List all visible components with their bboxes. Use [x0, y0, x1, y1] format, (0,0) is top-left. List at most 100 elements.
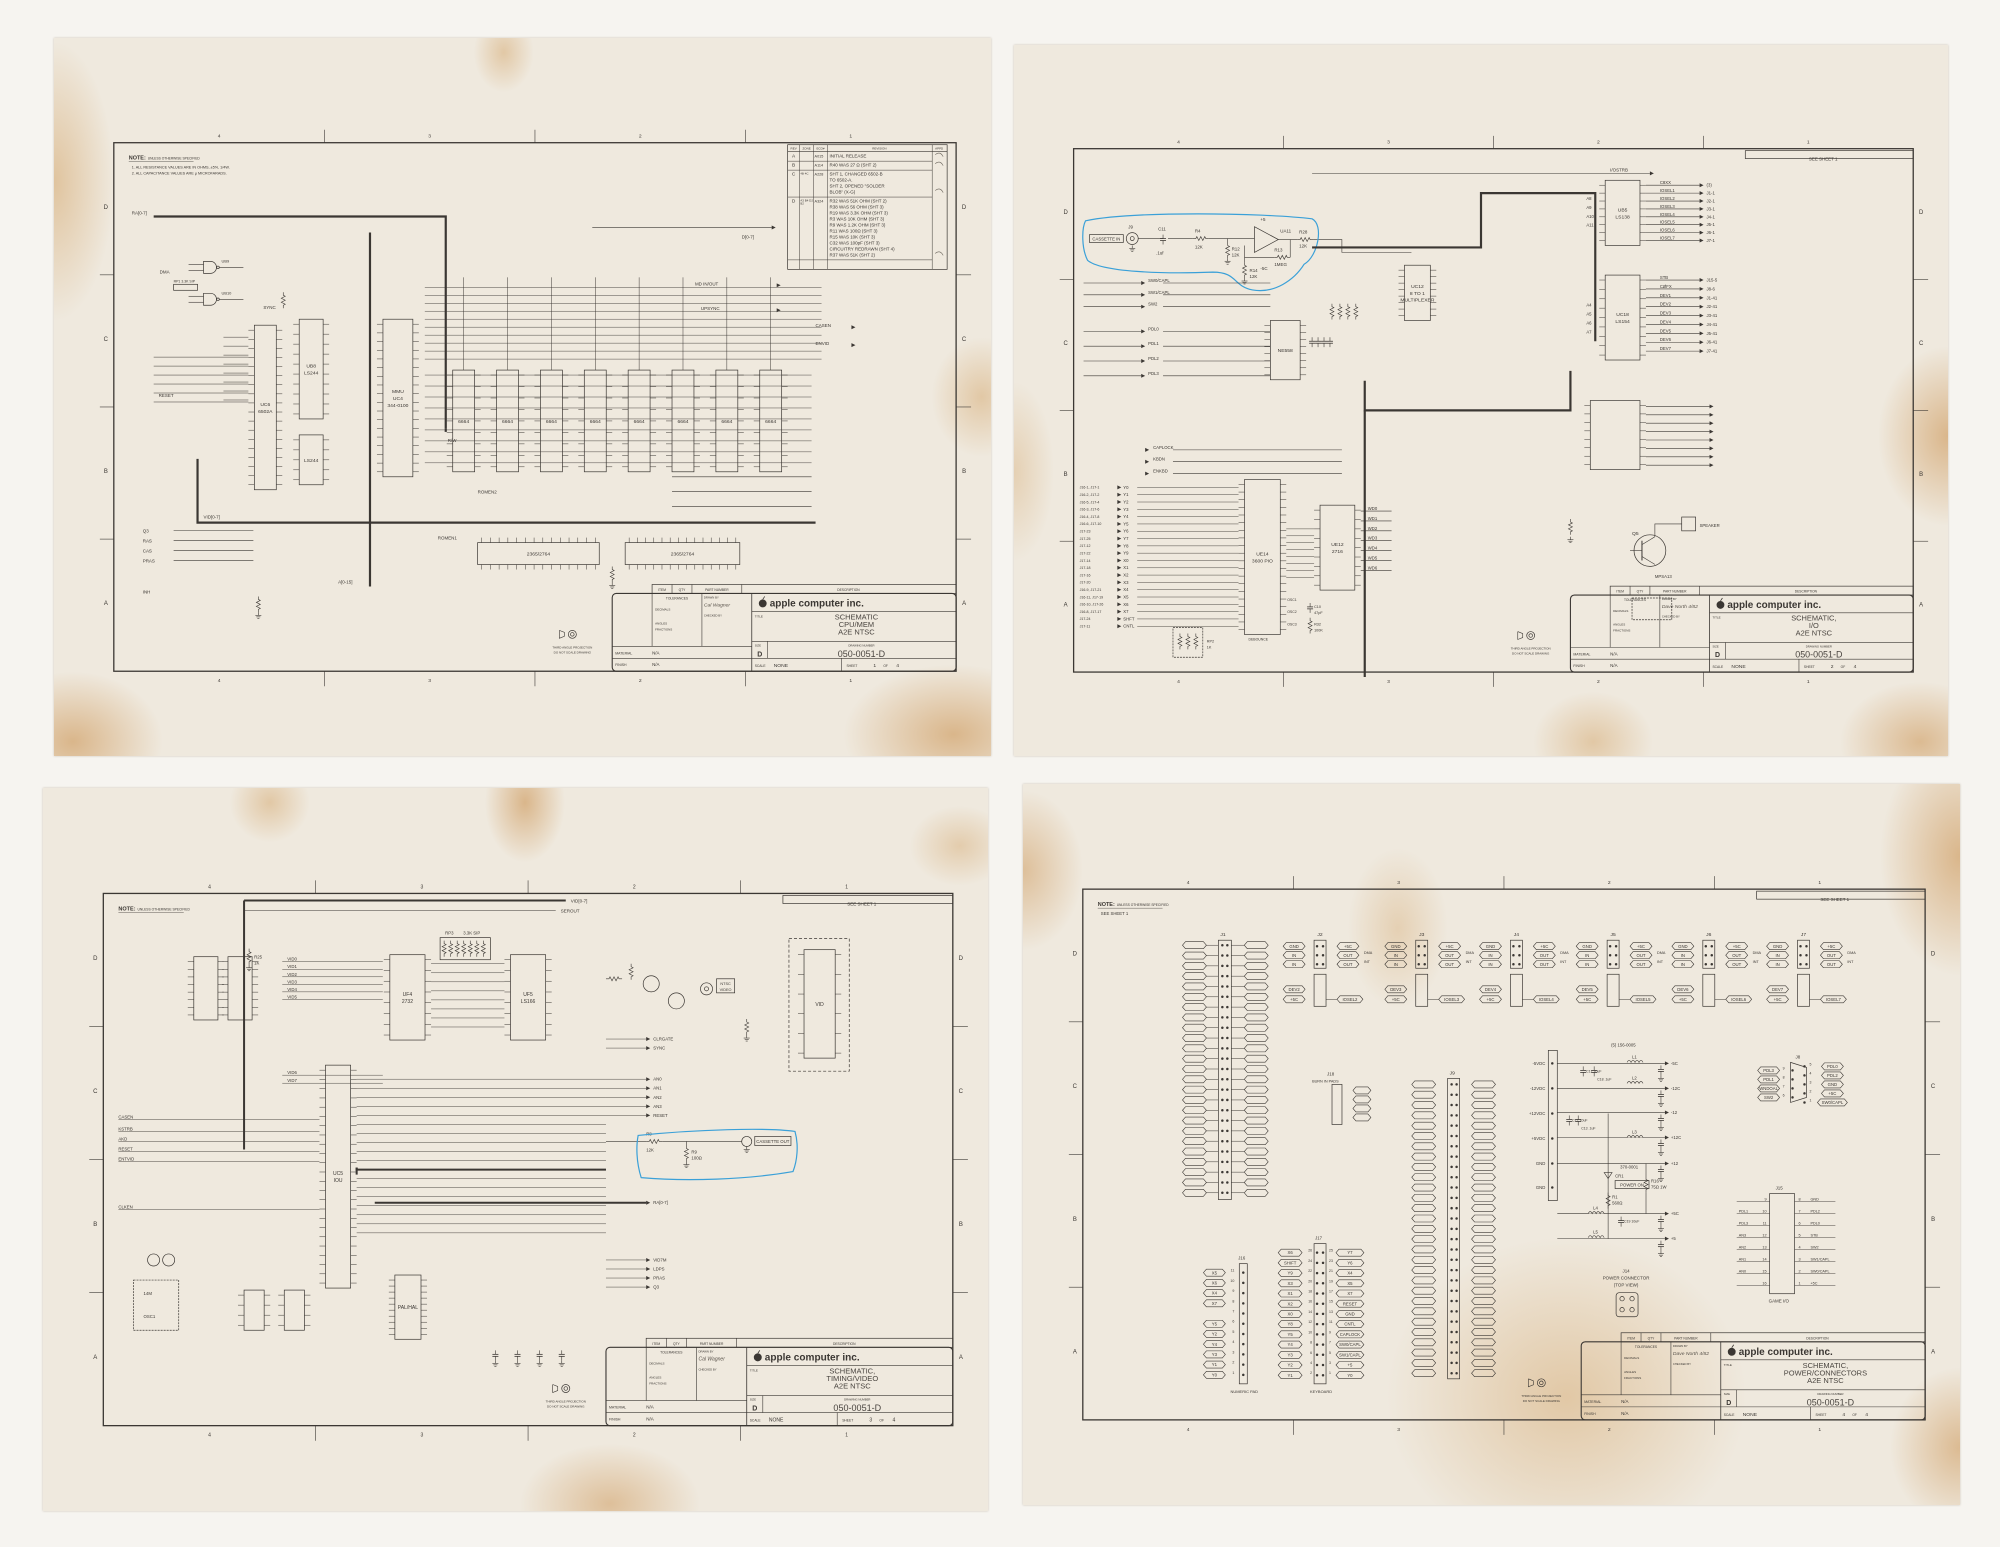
- zone-label: 4: [1187, 880, 1190, 886]
- connector-tag-outline: [1243, 951, 1269, 960]
- signal-connector-tag: IOSEL3: [1438, 995, 1465, 1004]
- part-value: 560Ω: [1612, 1201, 1623, 1206]
- arrow-icon: [851, 325, 856, 330]
- ram-6664-chip: 6664: [753, 369, 788, 473]
- pin-dot: [1221, 1036, 1224, 1040]
- pin-dot: [1242, 1271, 1245, 1274]
- signal-connector-tag: [1352, 1086, 1372, 1095]
- signal-connector-tag: [1411, 1121, 1437, 1130]
- signal-connector-tag: +5C: [1629, 942, 1653, 951]
- drawn-by-value: Cal Wagner: [698, 1356, 725, 1362]
- ground-icon: [1657, 1075, 1664, 1082]
- connector-tag-outline: [1243, 1065, 1269, 1073]
- row-label: B: [1919, 472, 1923, 478]
- connector-tag-outline: [1757, 1075, 1780, 1084]
- connector-tag-label: OUT: [1540, 962, 1549, 967]
- connector-tag-outline: [1629, 951, 1653, 960]
- signal-connector-tag: [1411, 1348, 1437, 1357]
- input-signal-label: PDL3: [1148, 371, 1159, 376]
- connector-tag-outline: [1411, 1101, 1437, 1109]
- game-io-signal: SW1/CAPL: [1810, 1258, 1829, 1262]
- row-label: D: [1931, 951, 1936, 957]
- numeric-pad-connector: [1238, 1263, 1248, 1385]
- pin-dot: [1226, 1057, 1229, 1060]
- connector-tag-outline: [1335, 1330, 1365, 1339]
- connector-tag-outline: [1820, 960, 1843, 969]
- third-angle-label: THIRD ANGLE PROJECTION: [1511, 646, 1551, 650]
- signal-label: RAS: [143, 539, 152, 544]
- power-output-label: -12: [1671, 1110, 1678, 1115]
- connector-tag-outline: [1182, 992, 1207, 1001]
- connector-tag-label: IOSEL3: [1444, 997, 1460, 1002]
- signal-connector-tag: [1243, 941, 1269, 950]
- ground-icon: [492, 1360, 499, 1367]
- game-io-signal: STB: [1810, 1234, 1818, 1238]
- chip-label: IOU: [334, 1178, 343, 1184]
- pin-dot: [1455, 1186, 1458, 1189]
- signal-connector-tag: [1411, 1090, 1437, 1099]
- pin-dot: [1551, 1112, 1554, 1115]
- connector-ref: J5: [1610, 932, 1615, 938]
- signal-connector-tag: [1182, 962, 1207, 970]
- game-io-signal: PDL1: [1739, 1210, 1748, 1214]
- chip-label: 6664: [765, 419, 776, 425]
- connector-tag-outline: [1277, 1350, 1303, 1359]
- pin-dot: [1450, 1083, 1453, 1086]
- connector-tag-outline: [1282, 985, 1306, 994]
- signal-connector-tag: SW2: [1757, 1093, 1780, 1102]
- keyboard-line-label: Y8: [1123, 543, 1129, 548]
- signal-connector-tag: X6: [1203, 1279, 1226, 1287]
- chip-body: [193, 956, 219, 1021]
- output-signal-label: AN1: [653, 1086, 662, 1091]
- signal-connector-tag: [1182, 941, 1207, 950]
- keyboard-control-label: KBDN: [1153, 457, 1165, 462]
- inductor-ref: L4: [1593, 1206, 1598, 1211]
- resistor-symbol: [255, 596, 262, 613]
- pin-number: 3: [1799, 1258, 1801, 1262]
- int-label: INT: [1847, 960, 1854, 964]
- chip-label: UC6: [260, 402, 270, 408]
- pin-dot: [1450, 1268, 1453, 1272]
- connector-tag-outline: [1277, 1310, 1303, 1318]
- pin-dot: [1455, 1124, 1458, 1127]
- pin-number: 10: [1762, 1210, 1766, 1214]
- decimals-label: DECIMALS: [1624, 1356, 1639, 1360]
- signal-connector-tag: [1352, 1104, 1372, 1113]
- signal-connector-tag: [1471, 1328, 1496, 1336]
- connector-tag-outline: [1182, 1023, 1207, 1032]
- video-data-bus: [196, 458, 816, 524]
- input-signal-label: CLKEN: [118, 1205, 132, 1210]
- connector-tag-label: Y5: [1212, 1321, 1218, 1326]
- pin-number: 21: [1329, 1269, 1333, 1273]
- connector-tag-outline: [1411, 1225, 1437, 1233]
- keyboard-line-label: X1: [1123, 565, 1129, 570]
- connector-tag-outline: [1243, 1044, 1269, 1053]
- connector-tag-outline: [1277, 1269, 1303, 1277]
- capacitor-symbol: [1315, 337, 1322, 348]
- arrow-icon: [1141, 292, 1146, 297]
- pin-dot: [1221, 1170, 1224, 1174]
- pin-dot: [1423, 962, 1426, 966]
- arrow-icon: [646, 1285, 651, 1290]
- destination-ref: J2-1: [1707, 199, 1716, 204]
- signal-connector-tag: PDL3: [1757, 1066, 1780, 1075]
- connector-tag-label: DEV5: [1582, 987, 1594, 992]
- signal-label: DMA: [160, 269, 170, 274]
- arrow-icon: [646, 1104, 651, 1109]
- signal-connector-tag: [1182, 1158, 1207, 1166]
- drawn-by-label: DRAWN BY: [1662, 597, 1677, 601]
- inductor-icon: [1626, 1060, 1644, 1064]
- signal-label: R/W: [448, 438, 457, 443]
- connector-tag-outline: [1182, 1013, 1207, 1022]
- connector-tag-outline: [1471, 1276, 1496, 1285]
- sheet-count: 4: [896, 663, 899, 669]
- signal-connector-tag: [1411, 1225, 1437, 1233]
- description-header: DESCRIPTION: [837, 588, 860, 592]
- signal-connector-tag: [1243, 1116, 1269, 1125]
- see-sheet-note: SEE SHEET 1: [1101, 911, 1129, 916]
- signal-connector-tag: OUT: [1336, 951, 1360, 960]
- output-latch-chip: [1584, 400, 1646, 470]
- arrow-icon: [1141, 329, 1146, 334]
- power-connector-caption: POWER CONNECTOR: [1603, 1276, 1651, 1281]
